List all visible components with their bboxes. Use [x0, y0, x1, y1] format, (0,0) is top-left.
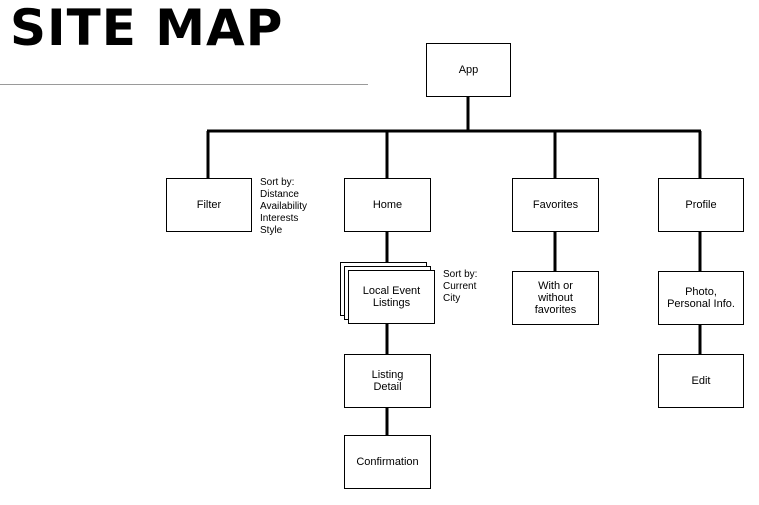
node-app-label: App [458, 64, 479, 76]
note-listings-sort: Sort by: Current City [443, 269, 478, 304]
node-filter-label: Filter [196, 199, 222, 211]
node-listing-detail-label: Listing Detail [371, 369, 404, 393]
node-edit-label: Edit [691, 375, 711, 387]
node-app: App [426, 43, 511, 97]
node-home: Home [344, 178, 431, 232]
node-photo-personal-info: Photo, Personal Info. [658, 271, 744, 325]
node-photo-personal-info-label: Photo, Personal Info. [667, 286, 735, 310]
note-filter-sort: Sort by: Distance Availability Interests… [260, 177, 308, 236]
node-with-or-without-favorites-label: With or without favorites [534, 280, 577, 316]
node-local-event-listings: Local Event Listings [348, 270, 435, 324]
node-listing-detail: Listing Detail [344, 354, 431, 408]
title-underline [0, 84, 368, 85]
node-confirmation: Confirmation [344, 435, 431, 489]
node-filter: Filter [166, 178, 252, 232]
node-favorites: Favorites [512, 178, 599, 232]
node-profile-label: Profile [685, 199, 717, 211]
node-home-label: Home [372, 199, 403, 211]
node-profile: Profile [658, 178, 744, 232]
node-confirmation-label: Confirmation [356, 456, 419, 468]
node-local-event-listings-label: Local Event Listings [362, 285, 421, 309]
node-favorites-label: Favorites [532, 199, 579, 211]
node-with-or-without-favorites: With or without favorites [512, 271, 599, 325]
page-title: SITE MAP [10, 0, 284, 57]
node-edit: Edit [658, 354, 744, 408]
